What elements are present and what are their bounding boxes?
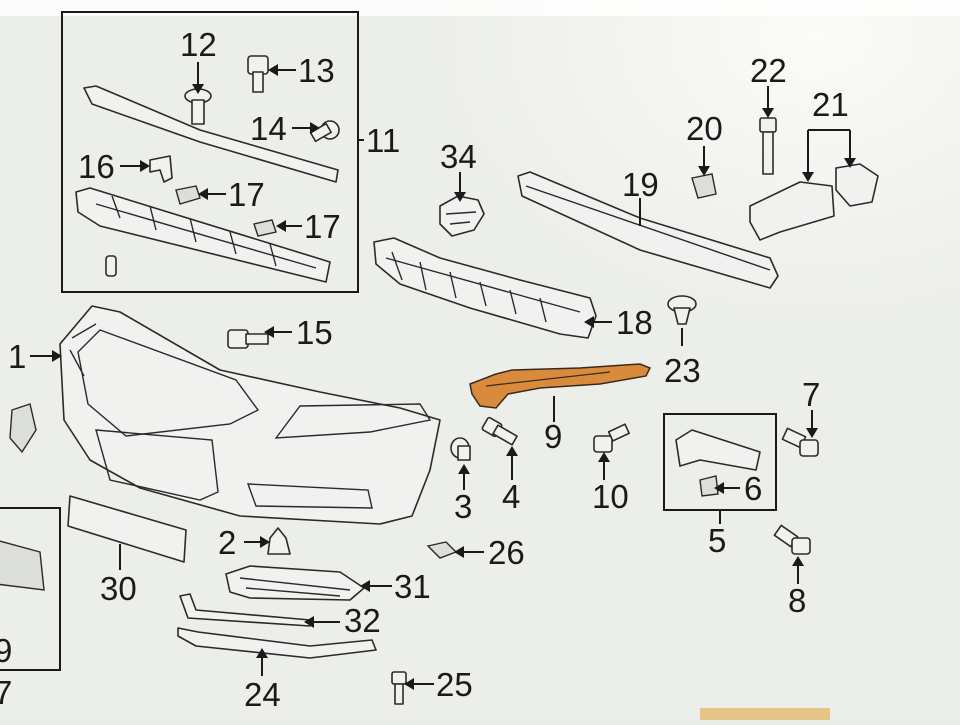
callout-26: 26 [488,534,525,571]
pad-17-lower [253,219,277,237]
callout-17-upper: 17 [228,176,265,213]
group-box-11 [61,11,359,293]
fastener-14 [309,120,340,143]
callout-31: 31 [394,568,431,605]
callout-edge-7: 7 [0,674,12,711]
callout-12: 12 [180,26,217,63]
bracket-9-detail [485,371,611,387]
license-bracket-edge [0,540,45,591]
callout-10: 10 [592,478,629,515]
absorber-ribs [95,195,317,269]
callout-22: 22 [750,52,787,89]
callout-5: 5 [708,522,726,559]
callout-7: 7 [802,376,820,413]
callout-9: 9 [544,418,562,455]
clip-2 [267,527,291,555]
leader-lines [30,62,856,690]
callout-8: 8 [788,582,806,619]
side-bracket-left [9,403,37,454]
bolt-25 [391,671,407,705]
callout-32: 32 [344,602,381,639]
energy-absorber-18 [373,237,597,339]
callout-2: 2 [218,524,236,561]
bracket-5 [675,429,761,471]
push-clip-23 [667,295,697,325]
callout-11: 11 [366,122,400,159]
highlighted-bracket-9 [469,363,652,409]
bracket-34-detail [445,211,477,225]
lower-grille-opening [95,429,219,501]
clip-6 [699,475,719,497]
lower-strip-24 [177,627,377,659]
impact-bar-19-edge [525,185,771,271]
grille-31 [225,565,365,601]
callout-19: 19 [622,166,659,203]
filler-plate-30 [67,495,187,563]
callout-15: 15 [296,314,333,351]
bolt-10 [593,423,630,453]
upper-seal-strip [83,85,339,183]
callout-34: 34 [440,138,477,175]
bolt-22 [759,117,777,175]
impact-bar-19 [517,171,779,289]
bracket-16 [149,155,173,183]
callout-21: 21 [812,86,849,123]
screw-12 [184,88,212,125]
screen-top-strip [0,0,960,16]
grille-31-detail [239,577,351,597]
clip-small [105,255,117,277]
screen-bottom-strip [700,708,830,720]
callout-17-lower: 17 [304,208,341,245]
bumper-edge-lines [69,323,97,377]
bolt-4 [481,416,518,446]
bolt-15 [227,329,269,349]
callout-1: 1 [8,338,26,375]
callout-18: 18 [616,304,653,341]
group-box-left-edge [0,507,61,671]
callout-edge-9: 9 [0,632,12,669]
bracket-21-right [835,163,879,207]
callout-30: 30 [100,570,137,607]
callout-23: 23 [664,352,701,389]
fog-lamp-opening [274,403,432,439]
clip-3 [450,437,471,461]
bolt-7 [781,427,819,457]
absorber-18-ribs [385,251,581,323]
callout-20: 20 [686,110,723,147]
callout-3: 3 [454,488,472,525]
callout-25: 25 [436,666,473,703]
bracket-21-left [749,181,835,241]
lower-trim-opening [246,483,373,509]
callout-16: 16 [78,148,115,185]
screw-13 [247,55,269,93]
pad-17-upper [175,185,201,205]
block-20 [691,173,717,199]
bolt-8 [773,524,811,555]
upper-grille-opening [77,329,260,437]
callout-6: 6 [744,470,762,507]
callout-4: 4 [502,478,520,515]
callout-13: 13 [298,52,335,89]
callout-14: 14 [250,110,287,147]
callout-24: 24 [244,676,281,713]
